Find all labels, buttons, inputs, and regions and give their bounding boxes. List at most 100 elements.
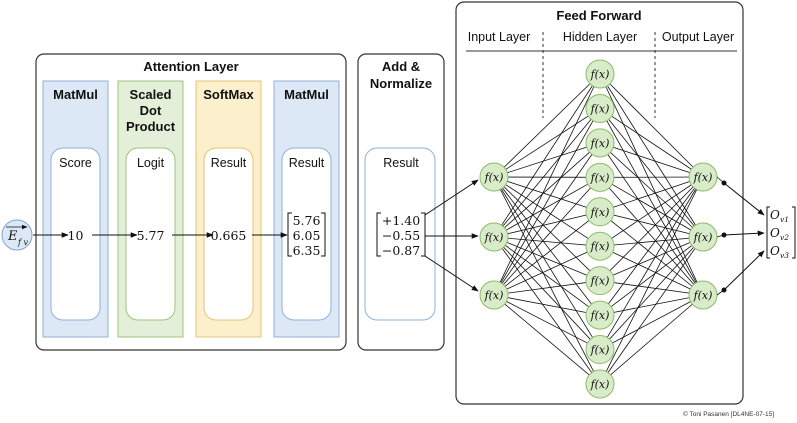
hidden-neuron-4: f(x) — [585, 162, 615, 192]
neuron-label: f(x) — [693, 171, 713, 184]
edge-hidden-output — [599, 176, 704, 247]
hidden-neuron-6: f(x) — [585, 231, 615, 261]
edge-hidden-output — [599, 245, 704, 296]
matrix-value: 6.05 — [293, 228, 321, 243]
hidden-neuron-2: f(x) — [585, 93, 615, 123]
edge-input-hidden — [493, 176, 601, 247]
edge-hidden-output — [599, 142, 704, 178]
flow-arrows — [33, 179, 479, 292]
edge-input-hidden — [493, 236, 601, 247]
edge-input-hidden — [493, 176, 601, 350]
neuron-circle — [585, 335, 615, 365]
edge-input-hidden — [493, 73, 601, 178]
neuron-circle — [585, 93, 615, 123]
attention-column-inner-box — [50, 147, 101, 321]
neuron-circle — [585, 128, 615, 158]
hidden-neuron-8: f(x) — [585, 300, 615, 330]
add-normalize-inner-box — [364, 147, 436, 321]
edge-hidden-output — [599, 211, 704, 238]
output-symbol: O — [770, 208, 780, 222]
output-arrow — [723, 250, 765, 291]
network-nodes: f(x) f(x) f(x) f(x) f(x) f(x) f(x) f(x) f(x) f(x)… — [479, 59, 718, 399]
edge-hidden-output — [599, 108, 704, 296]
neuron-label: f(x) — [590, 68, 610, 81]
output-layer-label: Output Layer — [662, 30, 734, 44]
neuron-label: f(x) — [484, 289, 504, 302]
edge-input-hidden — [493, 236, 601, 385]
matrix-bracket-right — [321, 212, 326, 257]
flow-arrow-to-input-node-3 — [424, 255, 479, 292]
feed-forward-block: Feed Forward Input Layer Hidden Layer Ou… — [455, 1, 744, 405]
edge-input-hidden — [493, 211, 601, 238]
edge-input-hidden — [493, 236, 601, 350]
attention-column-title: SoftMax — [203, 87, 254, 102]
neuron-label: f(x) — [590, 171, 610, 184]
input-vector-subscript: f v — [17, 238, 29, 247]
neuron-label: f(x) — [590, 102, 610, 115]
attention-column-inner-label: Result — [211, 156, 247, 170]
hidden-neuron-9: f(x) — [585, 335, 615, 365]
edge-input-hidden — [493, 176, 601, 281]
neuron-label: f(x) — [590, 275, 610, 288]
output-subscript: v2 — [780, 233, 789, 242]
vector-value: −0.55 — [382, 228, 420, 243]
output-symbol: O — [770, 244, 780, 258]
input-vector-symbol: E — [7, 229, 18, 244]
attention-column-value: 0.665 — [211, 228, 247, 243]
attention-column-title: Scaled — [130, 87, 172, 102]
input-layer-label: Input Layer — [468, 30, 531, 44]
hidden-neuron-7: f(x) — [585, 266, 615, 296]
edge-hidden-output — [599, 236, 704, 385]
edge-hidden-output — [599, 176, 704, 213]
edge-hidden-output — [599, 108, 704, 178]
edge-hidden-output — [599, 236, 704, 247]
attention-columns: MatMulScore10ScaledDotProductLogit5.77So… — [42, 80, 340, 338]
edge-hidden-output — [599, 73, 704, 178]
add-normalize-block: Add & Normalize Result +1.40−0.55−0.87 — [357, 53, 445, 351]
hidden-layer-label: Hidden Layer — [563, 30, 637, 44]
edge-hidden-output — [599, 176, 704, 385]
edge-hidden-output — [599, 280, 704, 296]
edge-input-hidden — [493, 73, 601, 296]
add-normalize-title-line-2: Normalize — [370, 76, 432, 91]
edge-hidden-output — [599, 236, 704, 282]
edge-hidden-output — [599, 176, 704, 350]
edge-input-hidden — [493, 294, 601, 316]
neuron-label: f(x) — [590, 137, 610, 150]
neuron-label: f(x) — [693, 289, 713, 302]
attention-column-title: MatMul — [284, 87, 329, 102]
edge-hidden-output — [599, 176, 704, 238]
edge-input-hidden — [493, 280, 601, 296]
neuron-circle — [585, 231, 615, 261]
edge-input-hidden — [493, 177, 601, 296]
vector-bracket-right — [421, 212, 426, 257]
edge-hidden-output — [599, 236, 704, 316]
neuron-circle — [479, 222, 509, 252]
matrix-bracket-left — [287, 212, 292, 257]
edge-hidden-output — [599, 73, 704, 238]
output-neuron-2: f(x) — [688, 222, 718, 252]
flow-arrow-to-input-node-1 — [424, 179, 479, 216]
neuron-label: f(x) — [590, 344, 610, 357]
edge-hidden-output — [599, 73, 704, 296]
add-normalize-title-line-1: Add & — [382, 59, 420, 74]
attention-column-value: 10 — [68, 228, 84, 243]
add-normalize-inner-label: Result — [383, 156, 419, 170]
neuron-label: f(x) — [693, 231, 713, 244]
neuron-circle — [585, 197, 615, 227]
edge-input-hidden — [493, 108, 601, 178]
edge-hidden-output — [599, 294, 704, 385]
edge-input-hidden — [493, 236, 601, 282]
neuron-circle — [585, 300, 615, 330]
hidden-neuron-10: f(x) — [585, 369, 615, 399]
edge-input-hidden — [493, 142, 601, 178]
attention-column-value: 5.77 — [137, 228, 165, 243]
neuron-circle — [585, 369, 615, 399]
output-subscript: v1 — [780, 215, 789, 224]
neuron-circle — [479, 280, 509, 310]
attention-column-title: MatMul — [53, 87, 98, 102]
vector-value: −0.87 — [382, 243, 420, 258]
